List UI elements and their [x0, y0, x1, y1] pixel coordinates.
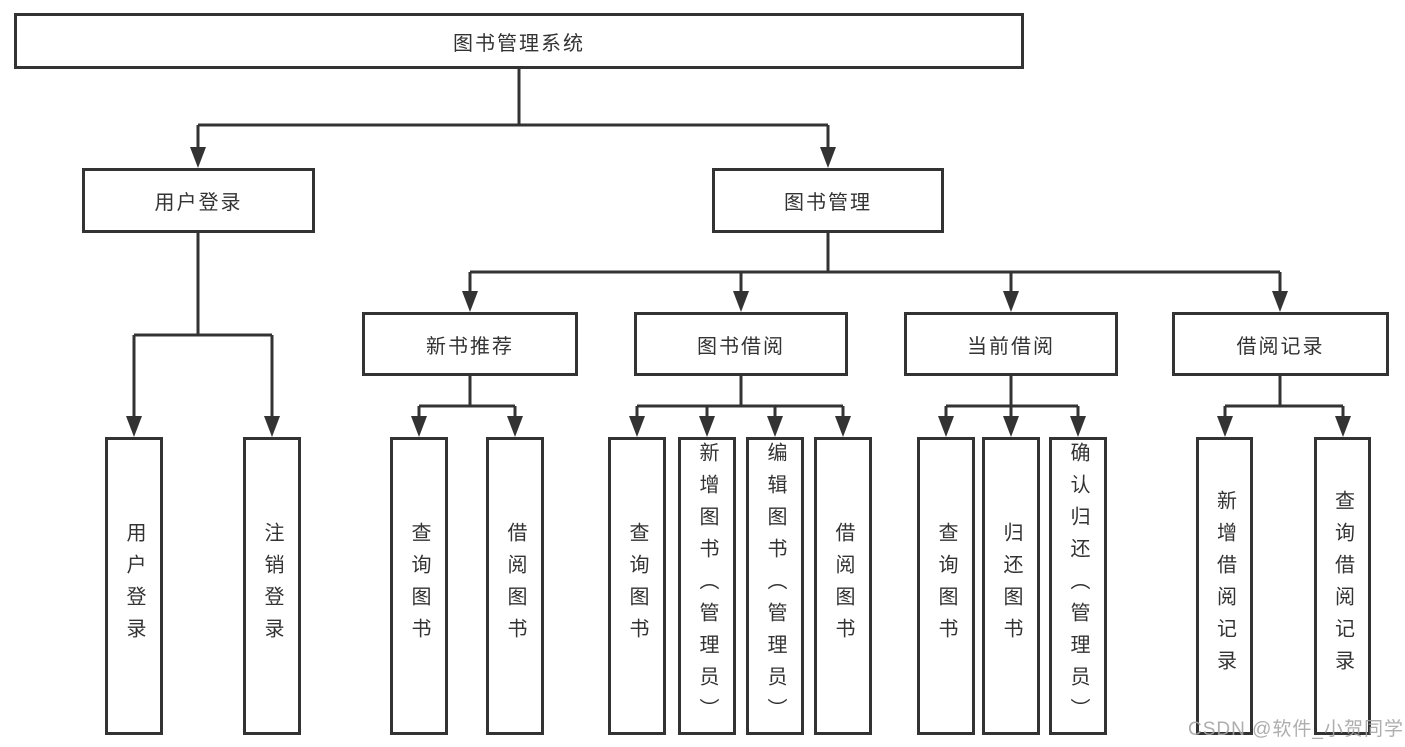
leaf-label: 查询图书: [935, 522, 957, 650]
node-library-management-system: 图书管理系统: [14, 13, 1024, 69]
leaf-label: 编辑图书（管理员）: [764, 442, 786, 730]
leaf-return-books: 归还图书: [982, 437, 1040, 735]
node-label: 新书推荐: [426, 335, 514, 358]
node-borrow-records: 借阅记录: [1172, 312, 1389, 376]
leaf-label: 注销登录: [261, 522, 283, 650]
node-book-borrow: 图书借阅: [634, 312, 848, 376]
leaf-edit-book-admin: 编辑图书（管理员）: [746, 437, 804, 735]
leaf-label: 借阅图书: [832, 522, 854, 650]
node-label: 当前借阅: [967, 335, 1055, 358]
leaf-label: 查询图书: [408, 522, 430, 650]
node-label: 用户登录: [154, 192, 243, 214]
node-current-borrow: 当前借阅: [904, 312, 1118, 376]
leaf-add-book-admin: 新增图书（管理员）: [678, 437, 736, 735]
leaf-query-borrow-record: 查询借阅记录: [1314, 437, 1371, 735]
node-label: 图书管理系统: [453, 32, 585, 55]
node-label: 图书借阅: [697, 335, 785, 358]
leaf-query-books-recommend: 查询图书: [390, 437, 448, 735]
node-label: 借阅记录: [1236, 335, 1325, 358]
leaf-query-books-current: 查询图书: [917, 437, 975, 735]
node-book-management: 图书管理: [712, 168, 944, 233]
node-user-login: 用户登录: [82, 168, 315, 233]
leaf-label: 借阅图书: [504, 522, 526, 650]
leaf-label: 查询借阅记录: [1331, 490, 1354, 682]
leaf-label: 用户登录: [123, 522, 145, 650]
leaf-label: 查询图书: [626, 522, 648, 650]
leaf-confirm-return-admin: 确认归还（管理员）: [1049, 437, 1107, 735]
leaf-label: 新增图书（管理员）: [696, 442, 718, 730]
leaf-borrow-books: 借阅图书: [814, 437, 872, 735]
leaf-query-books-borrow: 查询图书: [608, 437, 666, 735]
leaf-user-login: 用户登录: [105, 437, 163, 735]
node-label: 图书管理: [784, 192, 872, 214]
node-new-book-recommend: 新书推荐: [362, 312, 578, 376]
leaf-logout: 注销登录: [243, 437, 301, 735]
leaf-label: 归还图书: [1000, 522, 1022, 650]
leaf-add-borrow-record: 新增借阅记录: [1196, 437, 1253, 735]
leaf-label: 确认归还（管理员）: [1067, 442, 1089, 730]
leaf-label: 新增借阅记录: [1213, 490, 1236, 682]
csdn-watermark: CSDN @软件_小贺同学: [1188, 719, 1404, 740]
leaf-borrow-books-recommend: 借阅图书: [486, 437, 544, 735]
